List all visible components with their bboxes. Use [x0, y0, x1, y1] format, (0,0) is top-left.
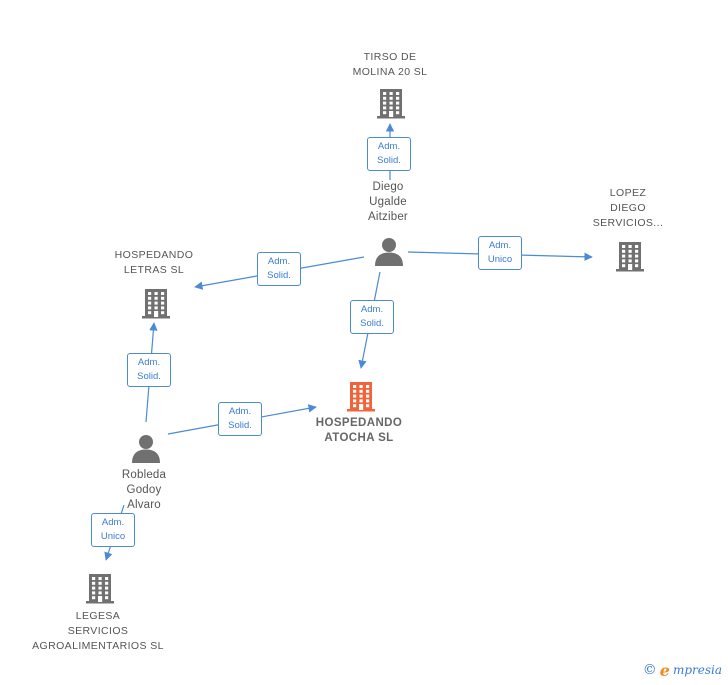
node-label-legesa[interactable]: LEGESA SERVICIOS AGROALIMENTARIOS SL — [32, 610, 164, 652]
node-label-atocha[interactable]: HOSPEDANDO ATOCHA SL — [315, 417, 403, 444]
person-icon-diego[interactable] — [375, 238, 403, 266]
node-label-diego[interactable]: Diego Ugalde Aitziber — [368, 181, 408, 223]
building-icon-letras[interactable] — [142, 289, 170, 319]
building-icon-legesa[interactable] — [86, 574, 114, 604]
node-label-lopez[interactable]: LOPEZ DIEGO SERVICIOS... — [592, 187, 664, 229]
brand-name: mpresia — [672, 663, 722, 677]
edge-label-diego-to-letras[interactable]: Adm. Solid. — [257, 252, 301, 286]
copyright-icon: © — [642, 662, 657, 678]
edge-label-robleda-to-atocha[interactable]: Adm. Solid. — [218, 402, 262, 436]
building-icon-tirso[interactable] — [377, 89, 405, 119]
edge-label-robleda-to-legesa[interactable]: Adm. Unico — [91, 513, 135, 547]
building-icon-atocha[interactable] — [347, 382, 375, 412]
person-icon-robleda[interactable] — [132, 435, 160, 463]
node-label-robleda[interactable]: Robleda Godoy Alvaro — [121, 469, 167, 511]
edge-label-diego-to-tirso[interactable]: Adm. Solid. — [367, 137, 411, 171]
node-label-letras[interactable]: HOSPEDANDO LETRAS SL — [114, 249, 194, 276]
edge-label-diego-to-lopez[interactable]: Adm. Unico — [478, 236, 522, 270]
brand-initial: e — [659, 660, 670, 680]
building-icon-lopez[interactable] — [616, 242, 644, 272]
edge-label-robleda-to-letras[interactable]: Adm. Solid. — [127, 353, 171, 387]
node-label-tirso[interactable]: TIRSO DE MOLINA 20 SL — [352, 51, 428, 78]
edge-label-diego-to-atocha[interactable]: Adm. Solid. — [350, 300, 394, 334]
